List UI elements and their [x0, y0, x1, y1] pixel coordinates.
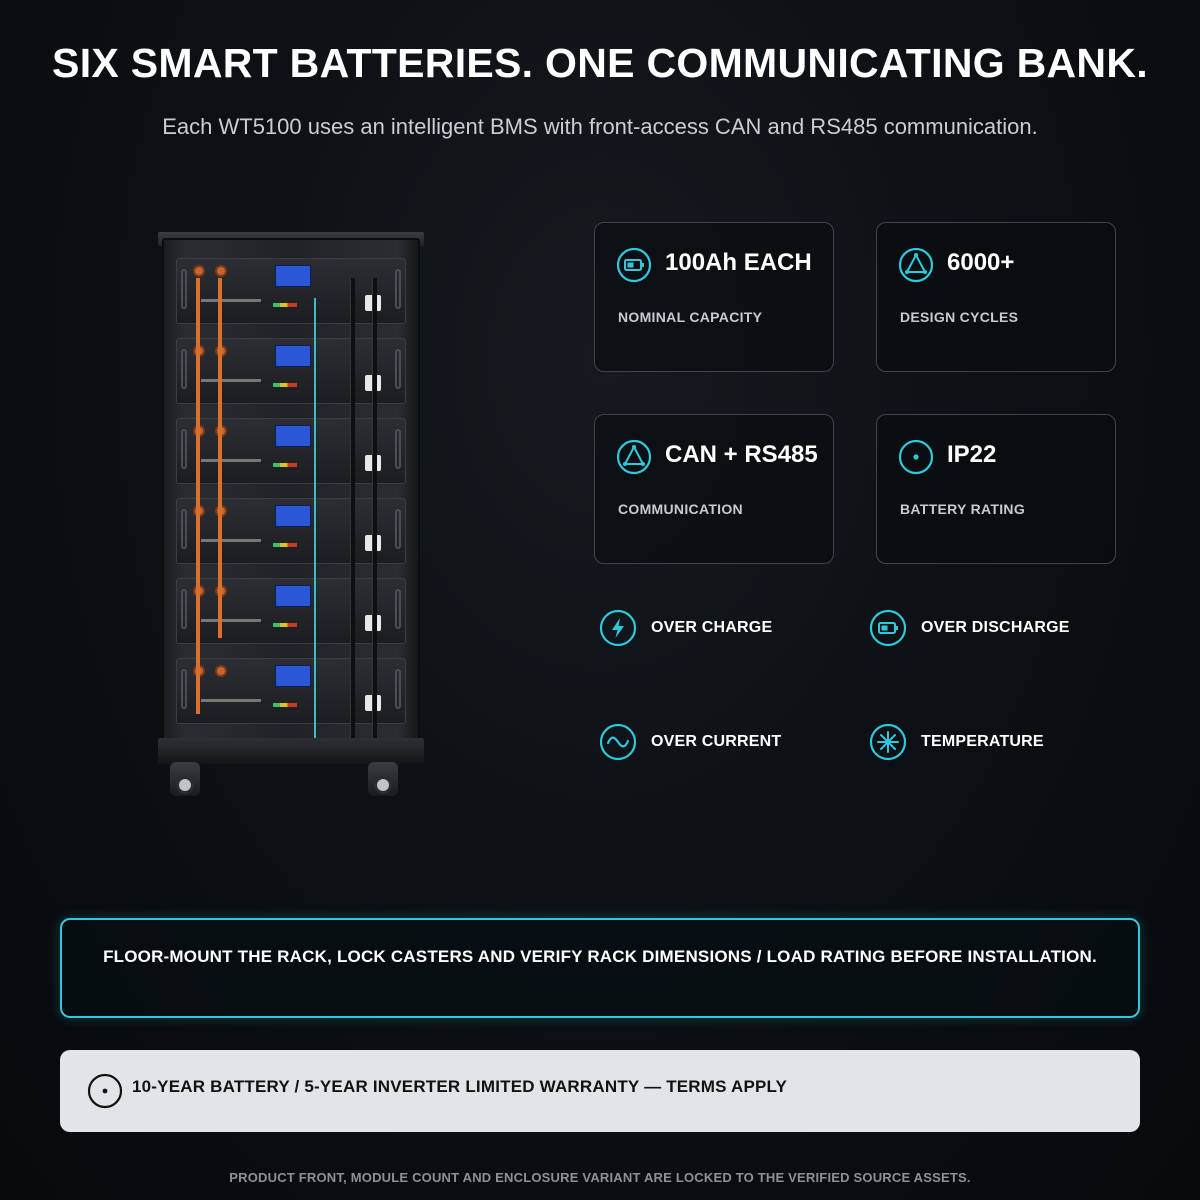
protection-label: TEMPERATURE	[921, 733, 1044, 750]
page-title: SIX SMART BATTERIES. ONE COMMUNICATING B…	[52, 40, 1148, 86]
network-triangle-icon	[616, 439, 652, 475]
page-subtitle: Each WT5100 uses an intelligent BMS with…	[162, 114, 1038, 139]
protection-label: OVER CHARGE	[651, 619, 773, 636]
dot-circle-icon	[898, 439, 934, 475]
battery-module	[176, 258, 406, 324]
spec-card-cycles: 6000+ DESIGN CYCLES	[876, 222, 1116, 372]
blue-cable	[314, 298, 316, 748]
black-cable	[350, 278, 355, 744]
protection-over-current: OVER CURRENT	[599, 722, 781, 762]
lightning-icon	[599, 609, 637, 647]
black-cable	[372, 278, 377, 744]
caster-wheel	[368, 762, 398, 796]
spec-value: 6000+	[947, 249, 1015, 276]
warranty-banner: 10-YEAR BATTERY / 5-YEAR INVERTER LIMITE…	[60, 1050, 1140, 1132]
wave-icon	[599, 723, 637, 761]
spec-card-communication: CAN + RS485 COMMUNICATION	[594, 414, 834, 564]
battery-icon	[869, 609, 907, 647]
spec-value: IP22	[947, 441, 997, 468]
battery-module	[176, 578, 406, 644]
spec-label: DESIGN CYCLES	[900, 309, 1019, 325]
protection-over-charge: OVER CHARGE	[599, 608, 772, 648]
spec-label: COMMUNICATION	[618, 501, 743, 517]
snowflake-icon	[869, 723, 907, 761]
spec-value: 100Ah EACH	[665, 249, 812, 276]
install-notice-banner: FLOOR-MOUNT THE RACK, LOCK CASTERS AND V…	[60, 918, 1140, 1018]
spec-label: BATTERY RATING	[900, 501, 1026, 517]
protection-over-discharge: OVER DISCHARGE	[869, 608, 1070, 648]
spec-card-capacity: 100Ah EACH NOMINAL CAPACITY	[594, 222, 834, 372]
protection-label: OVER DISCHARGE	[921, 619, 1070, 636]
battery-icon	[616, 247, 652, 283]
rack-base	[158, 738, 424, 764]
protection-temperature: TEMPERATURE	[869, 722, 1044, 762]
install-notice-text: FLOOR-MOUNT THE RACK, LOCK CASTERS AND V…	[103, 947, 1097, 966]
spec-value: CAN + RS485	[665, 441, 818, 468]
battery-rack-image	[158, 232, 424, 798]
footer-disclaimer: PRODUCT FRONT, MODULE COUNT AND ENCLOSUR…	[229, 1170, 971, 1185]
battery-module	[176, 418, 406, 484]
battery-module	[176, 338, 406, 404]
spec-label: NOMINAL CAPACITY	[618, 309, 763, 325]
cycle-triangle-icon	[898, 247, 934, 283]
battery-module	[176, 498, 406, 564]
spec-card-rating: IP22 BATTERY RATING	[876, 414, 1116, 564]
dot-circle-icon	[87, 1073, 123, 1109]
protection-label: OVER CURRENT	[651, 733, 782, 750]
warranty-text: 10-YEAR BATTERY / 5-YEAR INVERTER LIMITE…	[132, 1077, 788, 1096]
orange-cable	[196, 278, 200, 714]
orange-cable	[218, 278, 222, 638]
caster-wheel	[170, 762, 200, 796]
